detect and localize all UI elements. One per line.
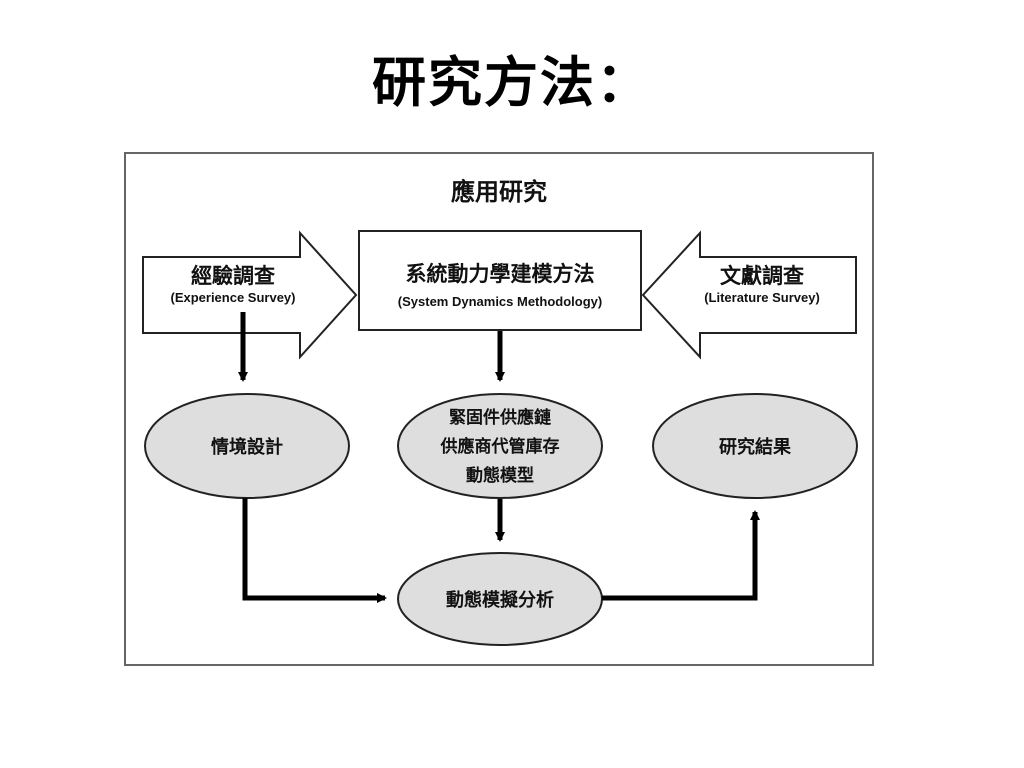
arrow-simulation-to-results bbox=[602, 510, 760, 601]
diagram-heading: 應用研究 bbox=[451, 177, 547, 206]
dynamic-model-line2: 供應商代管庫存 bbox=[440, 436, 560, 457]
literature-survey-arrow bbox=[641, 230, 857, 360]
dynamic-model-line1: 緊固件供應鏈 bbox=[449, 407, 551, 428]
experience-survey-arrow bbox=[142, 230, 358, 360]
scenario-design-label: 情境設計 bbox=[211, 436, 283, 458]
arrow-scenario-to-simulation bbox=[242, 498, 387, 603]
research-results-label: 研究結果 bbox=[719, 436, 792, 458]
research-results-ellipse bbox=[652, 393, 858, 499]
dynamic-model-line3: 動態模型 bbox=[466, 465, 534, 486]
slide-title: 研究方法： bbox=[372, 50, 652, 114]
system-dynamics-label: 系統動力學建模方法 bbox=[406, 261, 595, 286]
system-dynamics-en: (System Dynamics Methodology) bbox=[398, 294, 602, 309]
experience-survey-en: (Experience Survey) bbox=[170, 290, 295, 305]
system-dynamics-box bbox=[358, 230, 642, 331]
literature-survey-label: 文獻調查 bbox=[720, 263, 804, 288]
literature-survey-en: (Literature Survey) bbox=[704, 290, 820, 305]
experience-survey-label: 經驗調查 bbox=[191, 263, 275, 288]
simulation-analysis-label: 動態模擬分析 bbox=[446, 589, 554, 611]
dynamic-model-ellipse bbox=[397, 393, 603, 499]
